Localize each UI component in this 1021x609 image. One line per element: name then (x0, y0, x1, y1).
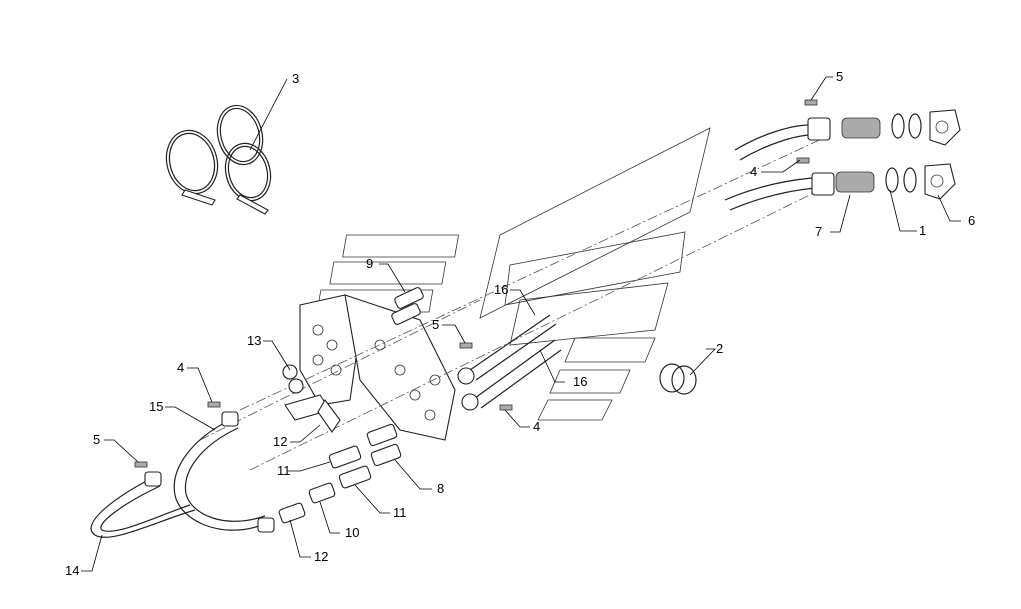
snap-rings-2 (659, 363, 697, 395)
callout-5-top: 5 (836, 69, 843, 84)
hoses-14-15 (90, 411, 275, 538)
callout-12-lower: 12 (314, 549, 328, 564)
callout-3: 3 (292, 71, 299, 86)
callout-2: 2 (716, 341, 723, 356)
nuts-13 (282, 364, 304, 394)
callout-4-mid: 4 (533, 419, 540, 434)
callout-4-top: 4 (750, 164, 757, 179)
mounting-bracket (299, 294, 456, 441)
callout-5-left: 5 (93, 432, 100, 447)
callout-14: 14 (65, 563, 79, 578)
callout-1: 1 (919, 223, 926, 238)
callout-5-mid: 5 (432, 317, 439, 332)
center-lines (199, 134, 831, 471)
callout-16-bottom: 16 (573, 374, 587, 389)
callout-10: 10 (345, 525, 359, 540)
cable-ties-3 (165, 104, 272, 215)
leader-lines (81, 76, 961, 572)
callout-16-top: 16 (494, 282, 508, 297)
callout-9: 9 (366, 256, 373, 271)
callout-7: 7 (815, 224, 822, 239)
callout-8: 8 (437, 481, 444, 496)
callout-13: 13 (247, 333, 261, 348)
coupler-assembly-lower (724, 163, 956, 211)
callout-11-left: 11 (277, 463, 291, 478)
coupler-assembly-upper (734, 109, 961, 161)
tags-4-5 (134, 99, 818, 468)
fittings (278, 394, 402, 524)
callout-4-left: 4 (177, 360, 184, 375)
callout-15: 15 (149, 399, 163, 414)
callouts: 3 5 4 1 6 7 2 9 5 16 16 4 13 4 15 12 8 1… (65, 69, 975, 578)
callout-11-right: 11 (393, 505, 407, 520)
adapters-9 (391, 287, 424, 325)
hoses-16 (457, 314, 562, 411)
callout-6: 6 (968, 213, 975, 228)
callout-12-upper: 12 (273, 434, 287, 449)
